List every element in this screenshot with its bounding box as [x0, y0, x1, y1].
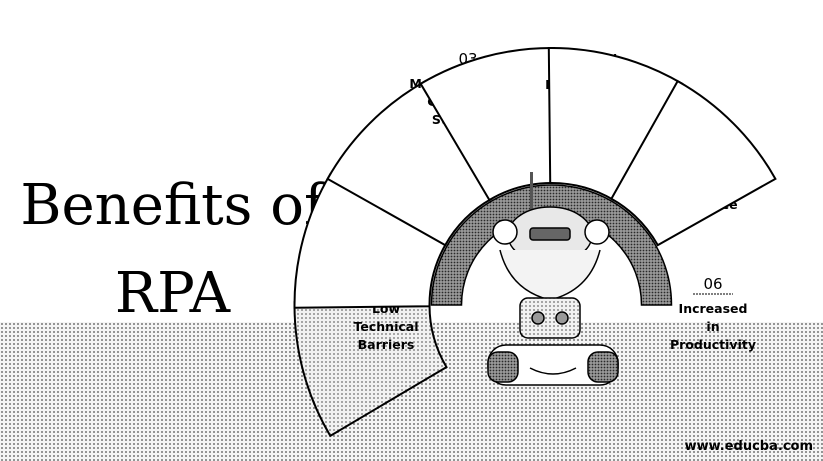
title-line-2: RPA	[114, 261, 231, 326]
segment-01-label-line: Barriers	[358, 337, 415, 352]
segment-06-label-line: in	[706, 319, 719, 334]
website-footer: www.educba.com	[684, 439, 813, 454]
segment-06-number: 06	[703, 275, 722, 293]
segment-01-label-line: Technical	[354, 319, 419, 334]
robot-icon	[487, 172, 619, 386]
segment-06-wedge	[610, 79, 777, 247]
title-line-1: Benefits of	[20, 173, 325, 238]
segment-06-label-line: Productivity	[670, 337, 756, 352]
benefit-segments: 01LowTechnicalBarriers02IncreasedAccurac…	[293, 47, 777, 438]
segment-06-label-line: Increased	[679, 301, 748, 316]
